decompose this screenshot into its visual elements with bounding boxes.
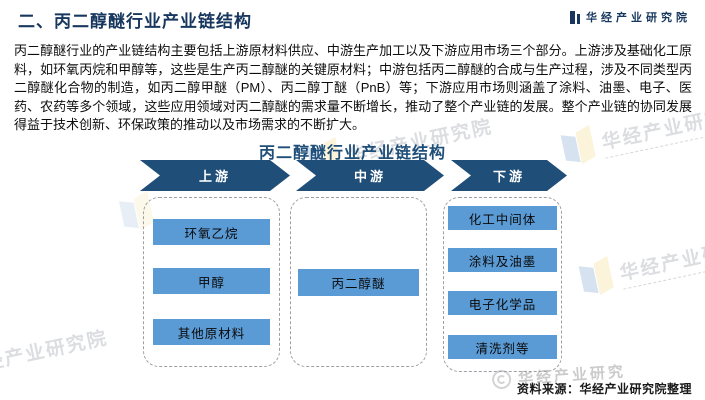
upstream-group: 环氧乙烷 甲醇 其他原材料 (143, 197, 280, 367)
stage-arrow-downstream: 下游 (451, 160, 567, 191)
watermark: 华经产业研究院 (0, 323, 110, 380)
watermark-text: 华经产业研究院 (617, 233, 705, 285)
brand-logo: 华经产业研究院 (570, 9, 691, 25)
item-box: 丙二醇醚 (298, 269, 419, 296)
item-box: 环氧乙烷 (153, 219, 270, 245)
stage-arrow-label: 上游 (198, 169, 231, 184)
watermark: 华经产业研究院 (576, 224, 705, 302)
item-box: 化工中间体 (448, 206, 557, 230)
stage-arrow-upstream: 上游 (140, 160, 290, 191)
item-box: 清洗剂等 (448, 335, 557, 359)
downstream-group: 化工中间体 涂料及油墨 电子化学品 清洗剂等 (443, 197, 562, 372)
watermark-swirl-icon (491, 369, 512, 390)
source-note: 资料来源：华经产业研究院整理 (516, 382, 692, 396)
watermark-text: 华经产业研究院 (0, 327, 111, 380)
brand-name: 华经产业研究院 (586, 12, 691, 24)
book-bars-icon (570, 10, 580, 24)
stage-arrow-midstream: 中游 (296, 160, 444, 191)
intro-paragraph: 丙二醇醚行业的产业链结构主要包括上游原材料供应、中游生产加工以及下游应用市场三个… (14, 43, 692, 133)
stage-arrow-label: 下游 (492, 169, 525, 184)
item-box: 电子化学品 (448, 291, 557, 315)
page-title: 二、丙二醇醚行业产业链结构 (18, 12, 252, 31)
item-box: 涂料及油墨 (448, 248, 557, 272)
stage-arrow-label: 中游 (353, 169, 386, 184)
diagram-title: 丙二醇醚行业产业链结构 (258, 145, 446, 162)
item-box: 其他原材料 (153, 319, 270, 345)
watermark-subline (623, 265, 705, 290)
watermark-diamond-icon (576, 255, 618, 302)
item-box: 甲醇 (153, 268, 270, 294)
midstream-group: 丙二醇醚 (290, 197, 427, 367)
